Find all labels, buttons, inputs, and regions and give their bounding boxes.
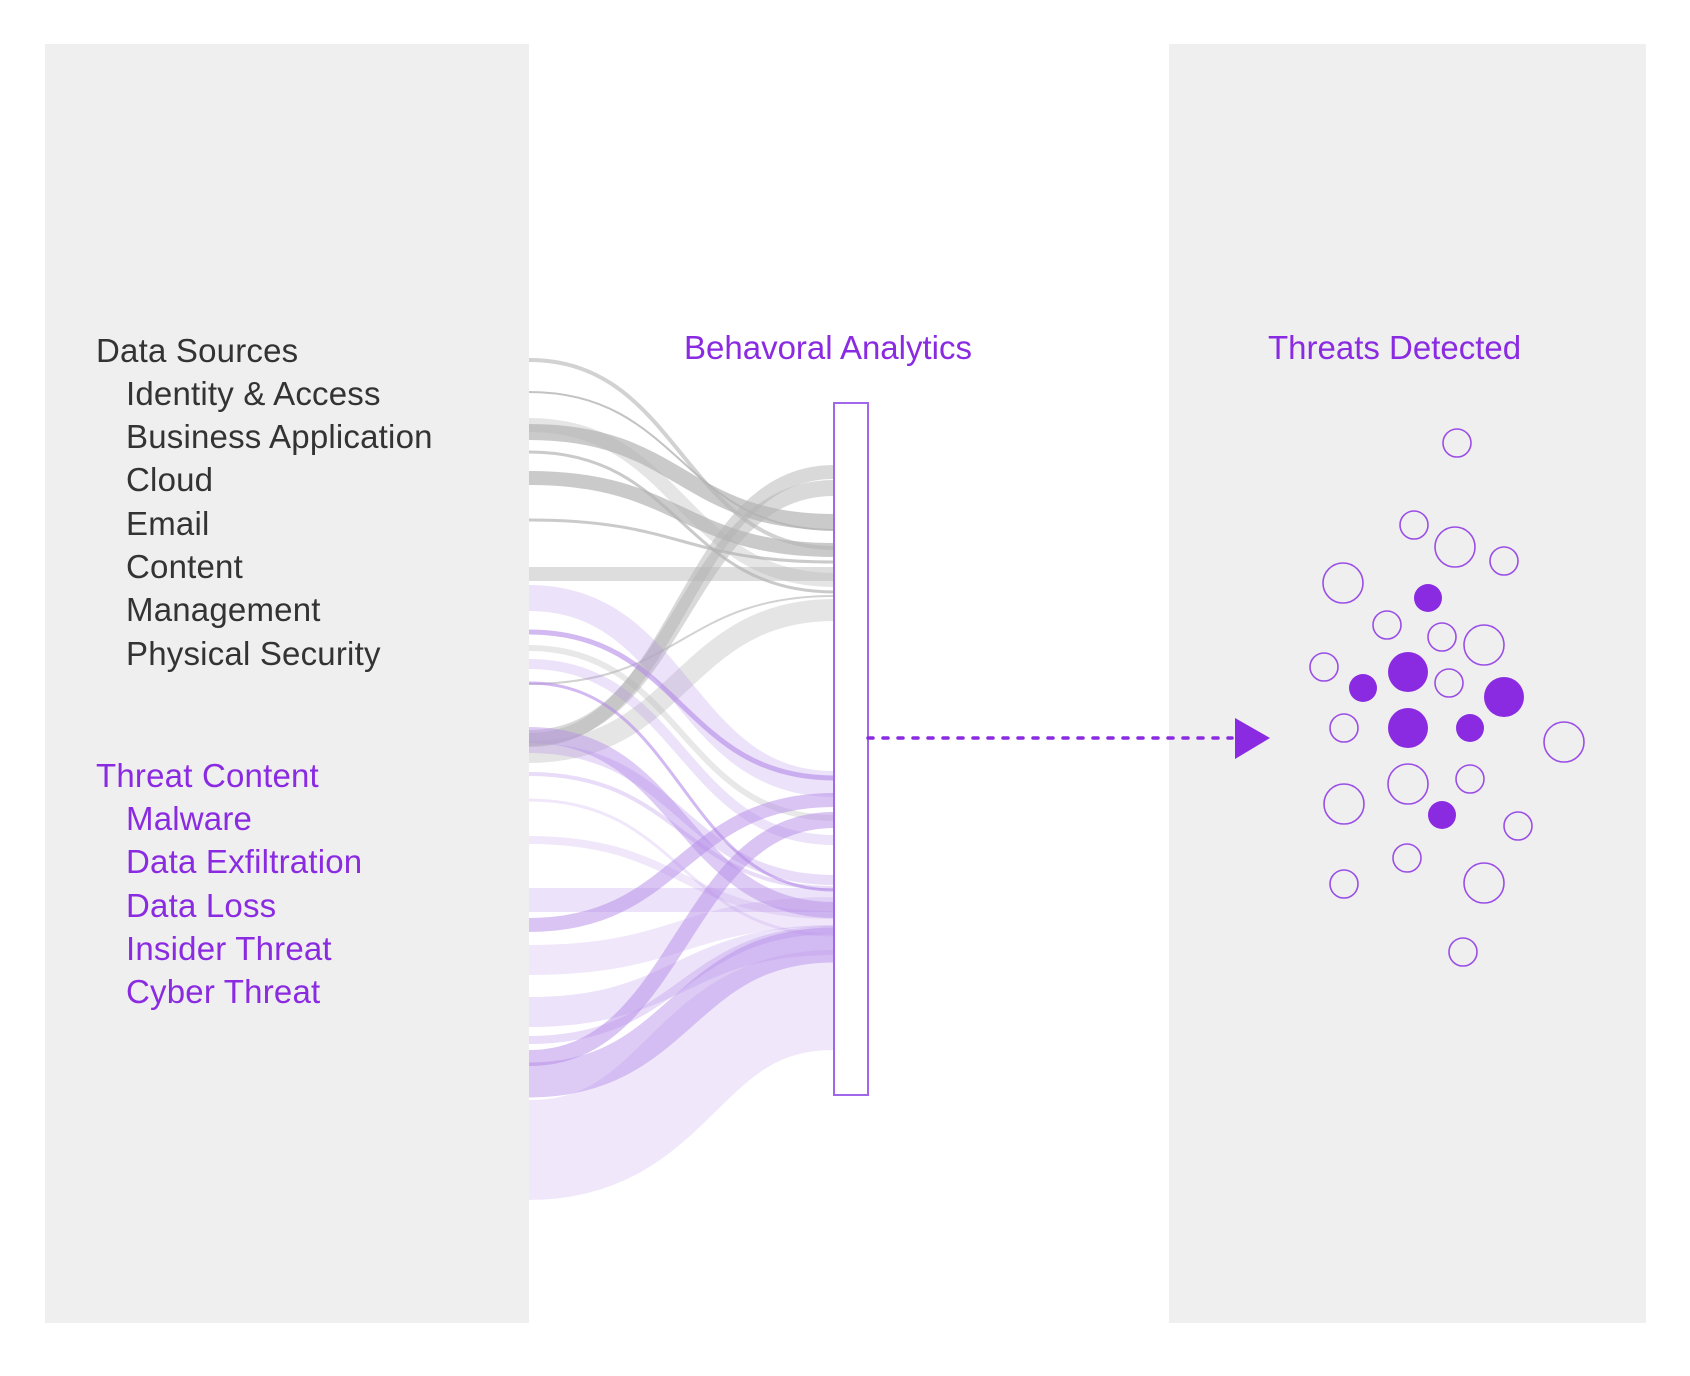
threat-circle-outline-icon [1322, 562, 1364, 604]
threat-circle-filled-icon [1428, 801, 1456, 829]
threat-circle-outline-icon [1434, 668, 1464, 698]
source-item-physical-security[interactable]: Physical Security [126, 635, 381, 672]
threat-circle-filled-icon [1414, 584, 1442, 612]
data-source-flow [528, 471, 835, 557]
threat-content-flow [528, 681, 835, 892]
threat-content-flow [528, 743, 835, 885]
threat-circle-outline-icon [1448, 937, 1478, 967]
threat-circle-outline-icon [1543, 721, 1585, 763]
threat-content-flow [528, 629, 835, 781]
threat-circle-outline-icon [1387, 763, 1429, 805]
data-source-flow [528, 599, 835, 763]
threat-circle-outline-icon [1329, 713, 1359, 743]
threat-item-cyber-threat[interactable]: Cyber Threat [126, 973, 321, 1010]
source-item-identity-access[interactable]: Identity & Access [126, 375, 381, 412]
data-source-flow [528, 518, 835, 564]
data-source-flow [528, 424, 835, 530]
threat-circle-outline-icon [1372, 610, 1402, 640]
threat-circle-outline-icon [1463, 624, 1505, 666]
threat-circle-outline-icon [1399, 510, 1429, 540]
threat-circle-outline-icon [1427, 622, 1457, 652]
threat-content-flow [528, 812, 835, 1066]
threat-content-flow [528, 585, 835, 797]
threat-circle-filled-icon [1349, 674, 1377, 702]
source-item-content[interactable]: Content [126, 548, 243, 585]
threat-content-flow [528, 793, 835, 932]
threat-circle-filled-icon [1484, 677, 1524, 717]
threat-item-insider-threat[interactable]: Insider Threat [126, 930, 332, 967]
threat-cluster [1309, 428, 1585, 967]
threat-circle-outline-icon [1455, 764, 1485, 794]
threat-circle-outline-icon [1329, 869, 1359, 899]
analytics-title: Behavoral Analytics [684, 329, 972, 366]
data-source-flow [528, 358, 835, 550]
threats-title: Threats Detected [1268, 329, 1522, 366]
data-sources-heading: Data Sources [96, 332, 299, 369]
threat-item-malware[interactable]: Malware [126, 800, 253, 837]
threat-circle-outline-icon [1489, 546, 1519, 576]
threat-content-heading: Threat Content [96, 757, 319, 794]
threat-circle-outline-icon [1434, 526, 1476, 568]
threat-circle-filled-icon [1388, 652, 1428, 692]
source-item-business-application[interactable]: Business Application [126, 418, 433, 455]
data-source-flow [528, 595, 835, 685]
arrow-right-icon [1235, 718, 1270, 759]
threat-circle-outline-icon [1323, 783, 1365, 825]
threat-content-flow [528, 772, 835, 890]
threat-circle-outline-icon [1442, 428, 1472, 458]
threat-content-flow [528, 836, 835, 919]
data-source-flow [528, 450, 835, 594]
threat-content-flow [528, 926, 835, 1044]
threat-circle-outline-icon [1392, 843, 1422, 873]
source-item-email[interactable]: Email [126, 505, 210, 542]
source-item-management[interactable]: Management [126, 591, 321, 628]
sources-panel [45, 44, 529, 1323]
flow-bands [527, 358, 836, 1200]
threat-content-flow [528, 927, 835, 1098]
threat-item-data-exfiltration[interactable]: Data Exfiltration [126, 843, 363, 880]
threat-content-flow [528, 925, 835, 1027]
source-item-cloud[interactable]: Cloud [126, 461, 214, 498]
threat-content-flow [527, 950, 836, 1200]
threat-item-data-loss[interactable]: Data Loss [126, 887, 277, 924]
threat-circle-outline-icon [1309, 652, 1339, 682]
data-source-flow [528, 480, 835, 746]
analytics-bar[interactable] [833, 402, 869, 1096]
threat-circle-outline-icon [1463, 862, 1505, 904]
threat-circle-outline-icon [1503, 811, 1533, 841]
threat-content-flow [528, 727, 835, 918]
threat-circle-filled-icon [1388, 708, 1428, 748]
threat-circle-filled-icon [1456, 714, 1484, 742]
